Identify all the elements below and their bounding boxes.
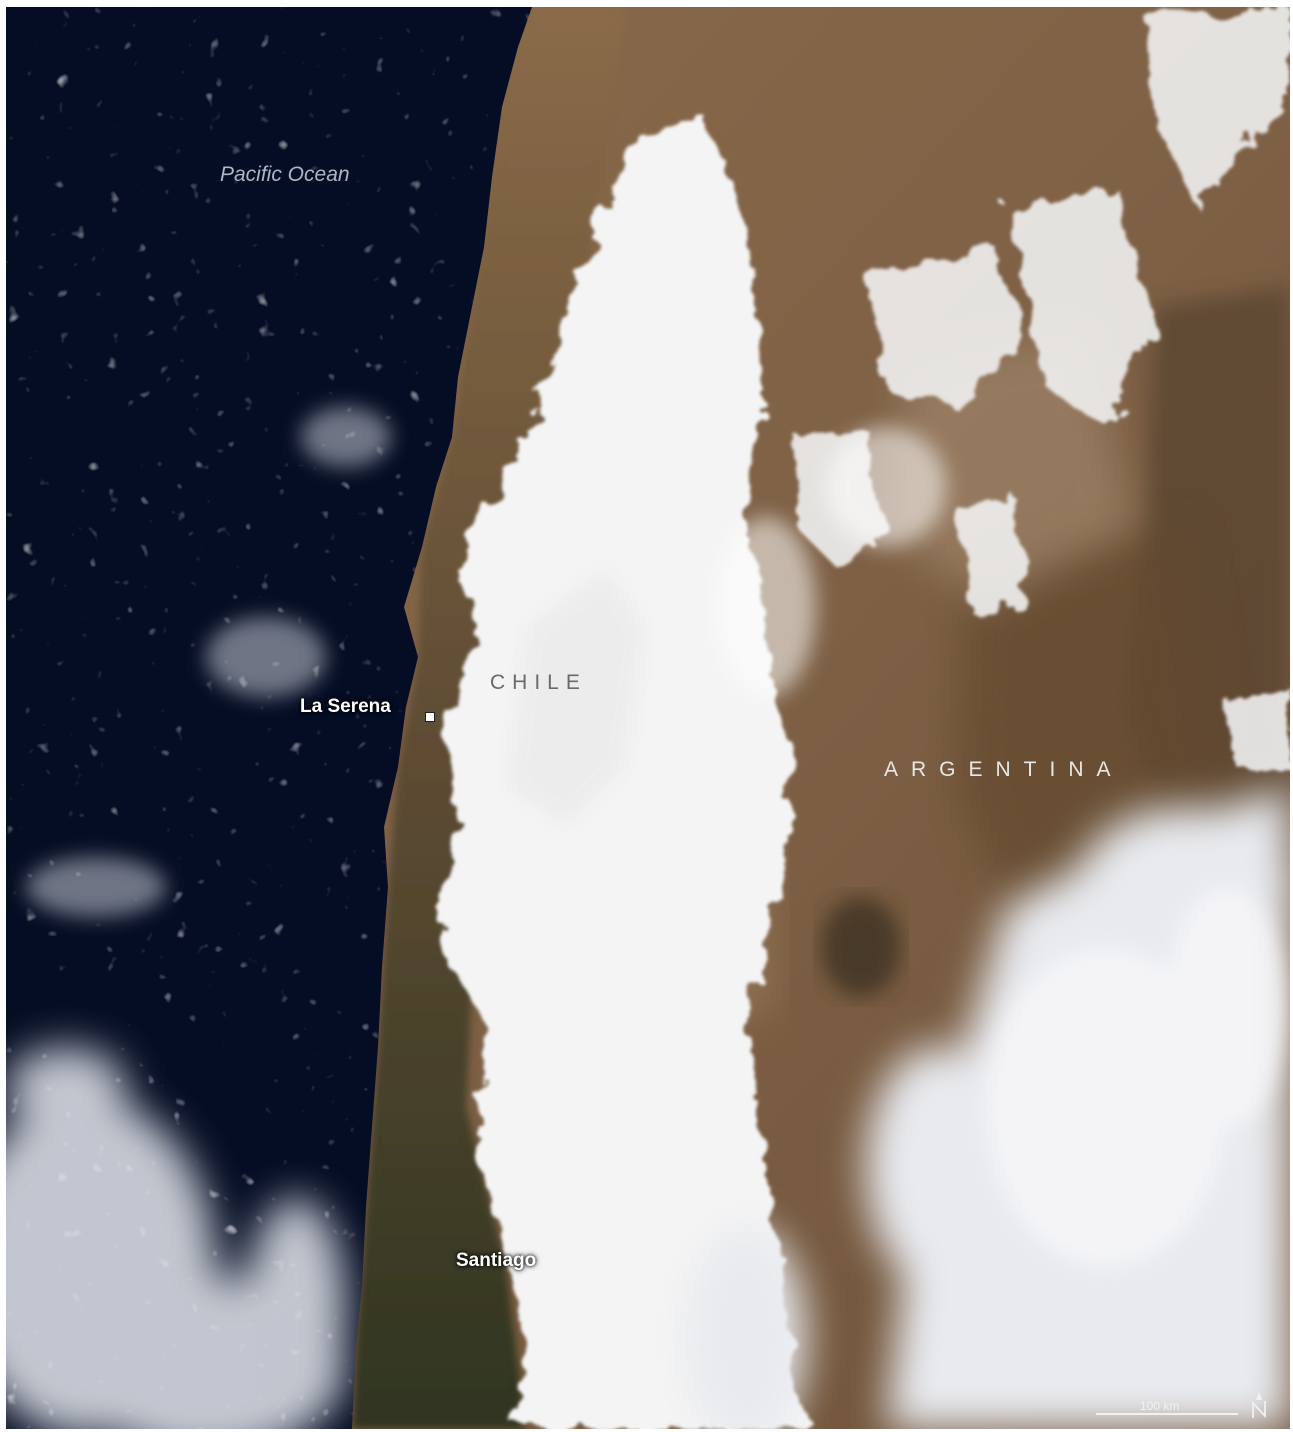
scale-bar: 100 km [1096,1399,1238,1419]
country-label-chile: CHILE [490,671,587,694]
ocean-label: Pacific Ocean [220,163,350,186]
satellite-map: Pacific Ocean CHILE ARGENTINA La Serena … [6,7,1290,1429]
country-label-argentina: ARGENTINA [884,758,1124,781]
north-arrow-icon [1246,1391,1272,1421]
satellite-image [6,7,1290,1429]
city-label-santiago: Santiago [456,1250,537,1271]
scale-bar-label: 100 km [1140,1399,1180,1413]
city-marker-la-serena [425,712,435,722]
scale-bar-line [1096,1413,1238,1415]
city-label-la-serena: La Serena [300,696,391,717]
